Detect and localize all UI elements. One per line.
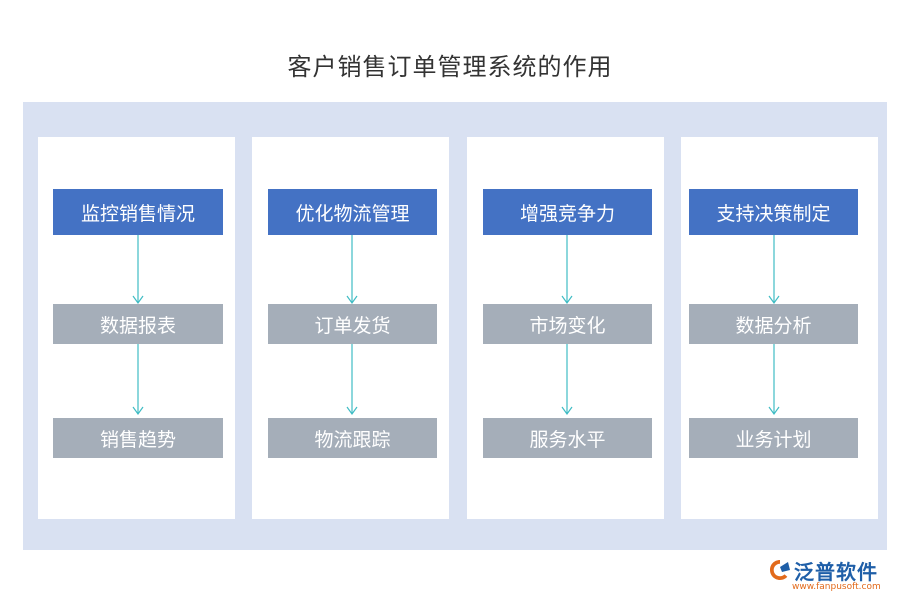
arrow-icon: [561, 344, 573, 416]
column-3-step-1: 市场变化: [483, 304, 652, 344]
column-4-step-2: 业务计划: [689, 418, 858, 458]
arrow-icon: [346, 235, 358, 305]
arrow-icon: [768, 344, 780, 416]
column-4-heading: 支持决策制定: [689, 189, 858, 235]
diagram-title: 客户销售订单管理系统的作用: [287, 53, 613, 81]
column-3-step-2: 服务水平: [483, 418, 652, 458]
column-1-heading: 监控销售情况: [53, 189, 223, 235]
column-2-step-1: 订单发货: [268, 304, 437, 344]
arrow-icon: [132, 344, 144, 416]
logo-name: 泛普软件: [794, 560, 878, 584]
arrow-icon: [768, 235, 780, 305]
column-2-heading: 优化物流管理: [268, 189, 437, 235]
column-2-step-2: 物流跟踪: [268, 418, 437, 458]
arrow-icon: [132, 235, 144, 305]
column-4-step-1: 数据分析: [689, 304, 858, 344]
arrow-icon: [346, 344, 358, 416]
logo-mark-icon: [770, 560, 790, 580]
column-1-step-2: 销售趋势: [53, 418, 223, 458]
arrow-icon: [561, 235, 573, 305]
brand-logo: 泛普软件 www.fanpusoft.com: [768, 556, 893, 596]
column-3-heading: 增强竞争力: [483, 189, 652, 235]
logo-url: www.fanpusoft.com: [792, 582, 881, 592]
column-1-step-1: 数据报表: [53, 304, 223, 344]
